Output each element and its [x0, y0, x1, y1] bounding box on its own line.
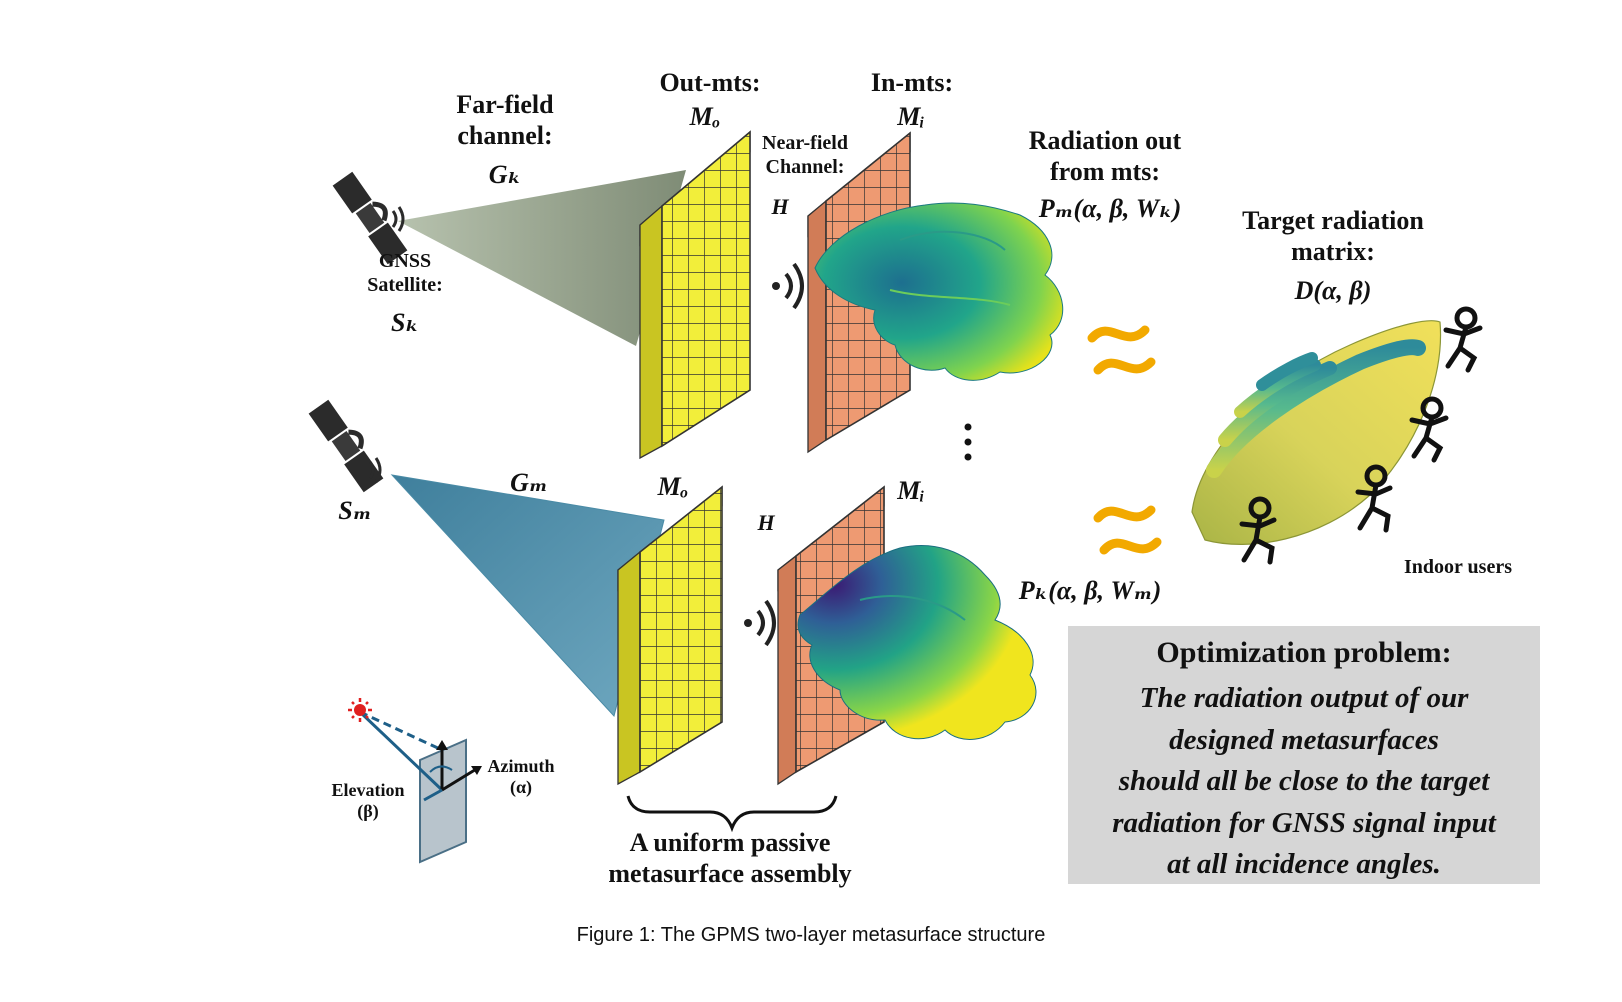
azimuth-label: Azimuth (α): [487, 756, 555, 798]
p-k-label: Pₖ(α, β, Wₘ): [1018, 576, 1162, 605]
optimization-title: Optimization problem:: [1156, 636, 1452, 669]
m-i-top-label: Mᵢ: [897, 102, 925, 131]
p-m-label: Pₘ(α, β, Wₖ): [1038, 194, 1182, 223]
g-k-label: Gₖ: [488, 160, 522, 189]
satellite-icon: [308, 399, 384, 493]
target-radiation-label: Target radiation matrix:: [1242, 206, 1424, 266]
radiation-pattern-bottom: [797, 545, 1037, 740]
m-o-bottom-label: Mₒ: [657, 472, 689, 501]
ellipsis-dots: [964, 423, 972, 461]
person-icon: [1355, 464, 1393, 533]
target-radiation-dome: [1191, 320, 1442, 545]
m-o-top-label: Mₒ: [689, 102, 721, 131]
person-icon: [1409, 396, 1449, 463]
satellite-icon: [332, 171, 408, 265]
d-alpha-beta-label: D(α, β): [1294, 276, 1372, 305]
s-m-label: Sₘ: [338, 496, 372, 525]
approx-icon: [1093, 505, 1162, 555]
signal-waves-icon: [368, 457, 382, 483]
figure-caption: Figure 1: The GPMS two-layer metasurface…: [576, 924, 1046, 946]
near-field-label: Near-field Channel:: [762, 132, 848, 178]
radiation-pattern-top: [814, 202, 1064, 381]
assembly-brace: [626, 795, 838, 833]
sun-icon: [348, 698, 372, 722]
assembly-label: A uniform passive metasurface assembly: [608, 828, 852, 888]
person-icon: [1239, 496, 1277, 565]
signal-waves-icon: [772, 262, 804, 310]
h-top-label: H: [771, 194, 789, 219]
radiation-out-label: Radiation out from mts:: [1028, 126, 1182, 186]
h-bottom-label: H: [757, 510, 775, 535]
signal-waves-icon: [744, 599, 776, 647]
in-mts-label: In-mts:: [870, 68, 954, 97]
far-field-label: Far-field channel:: [456, 90, 554, 150]
angle-axes-icon: [358, 710, 482, 864]
out-mts-label: Out-mts:: [659, 68, 761, 97]
out-mts-panel-bottom: [617, 485, 723, 786]
optimization-box: [1068, 626, 1540, 884]
optimization-body: The radiation output of our designed met…: [1112, 682, 1496, 880]
approx-icon: [1087, 325, 1156, 375]
m-i-bottom-label: Mᵢ: [897, 476, 925, 505]
s-k-label: Sₖ: [390, 308, 420, 337]
out-mts-panel-top: [639, 130, 751, 460]
g-m-label: Gₘ: [510, 468, 548, 497]
far-field-beam-top: [398, 170, 686, 346]
signal-waves-icon: [391, 206, 405, 232]
indoor-users-label: Indoor users: [1404, 556, 1512, 578]
elevation-label: Elevation (β): [331, 780, 405, 822]
gnss-satellite-label: GNSS Satellite:: [367, 250, 443, 296]
person-icon: [1443, 306, 1483, 373]
